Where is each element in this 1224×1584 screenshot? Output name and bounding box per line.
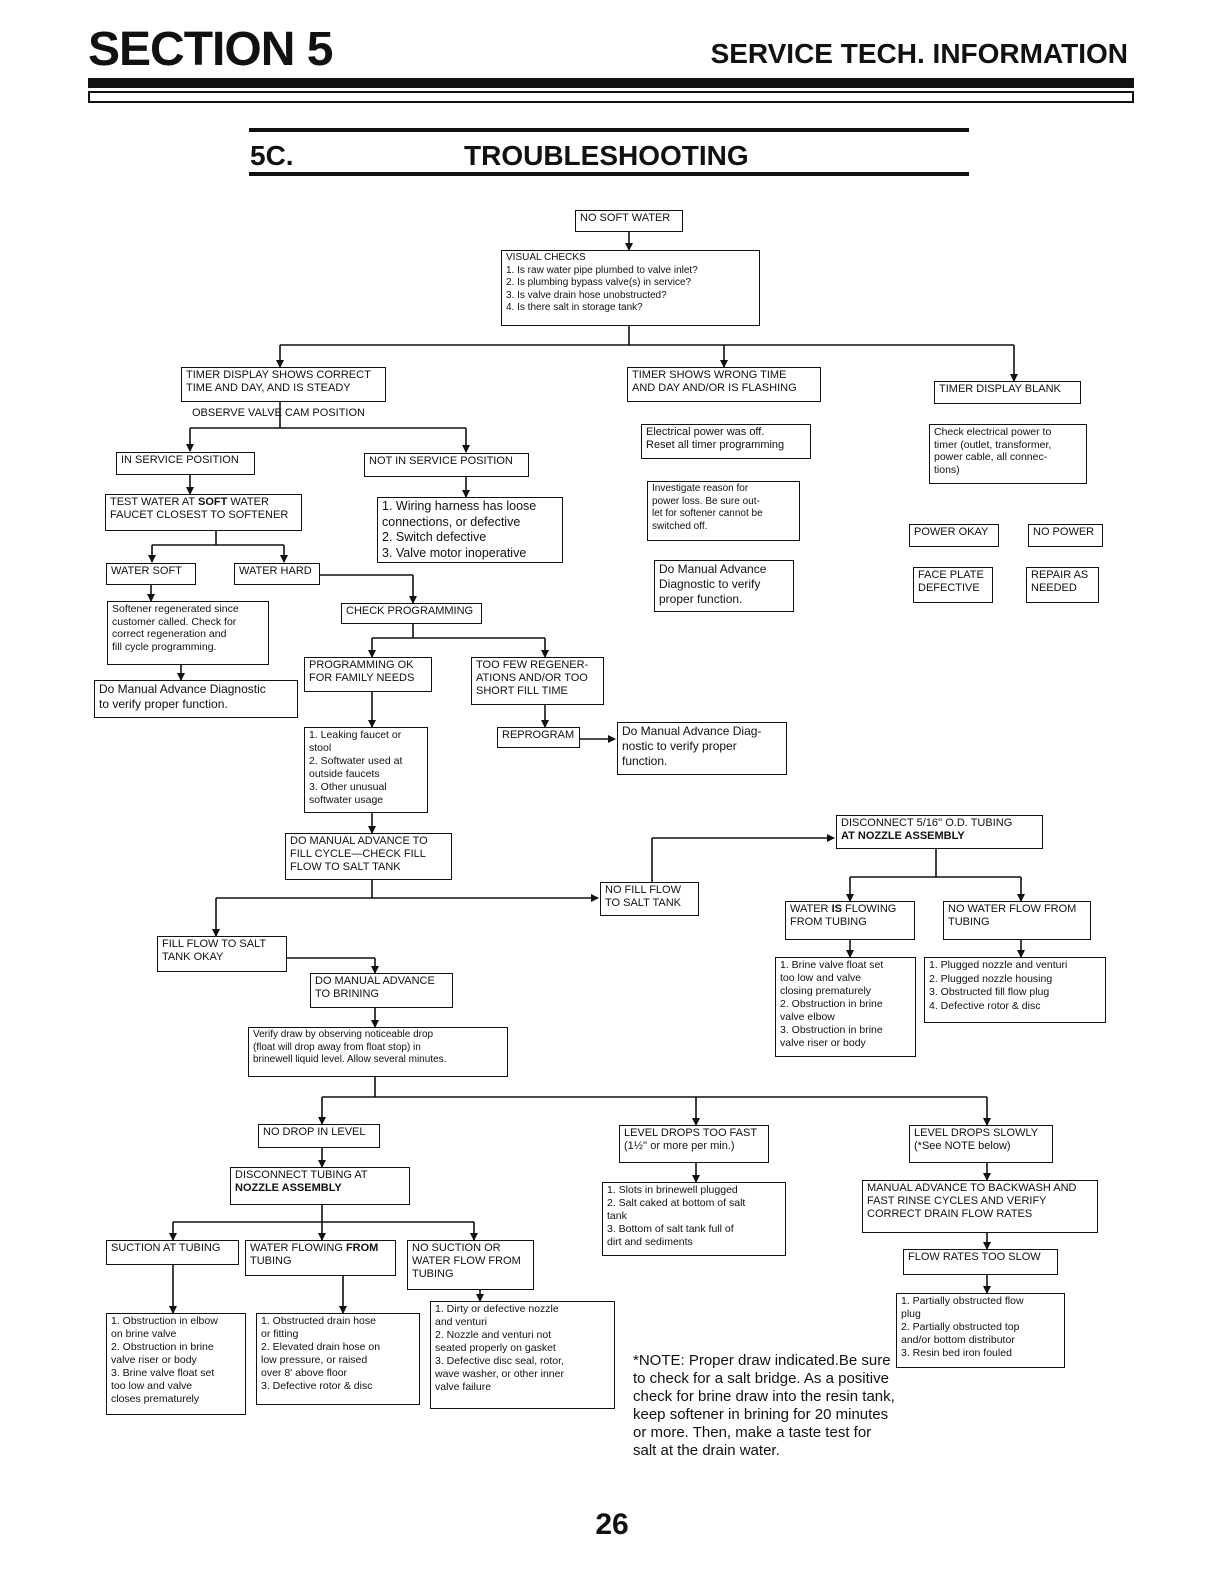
node-manual-advance-1: Do Manual Advance Diagnostic to verify p… — [654, 560, 794, 612]
node-check-programming: CHECK PROGRAMMING — [341, 603, 482, 624]
node-water-from: WATER FLOWING FROM TUBING — [245, 1240, 396, 1276]
node-water-flowing: WATER IS FLOWING FROM TUBING — [785, 901, 915, 940]
node-visual-checks: VISUAL CHECKS 1. Is raw water pipe plumb… — [501, 250, 760, 326]
node-face-plate: FACE PLATE DEFECTIVE — [913, 567, 993, 603]
node-no-fill-flow: NO FILL FLOW TO SALT TANK — [600, 882, 699, 916]
node-water-hard: WATER HARD — [234, 563, 320, 585]
node-reprogram: REPROGRAM — [497, 727, 580, 748]
node-drops-slow: LEVEL DROPS SLOWLY (*See NOTE below) — [909, 1125, 1053, 1163]
node-in-service: IN SERVICE POSITION — [116, 452, 255, 475]
node-slots: 1. Slots in brinewell plugged 2. Salt ca… — [602, 1182, 786, 1256]
node-too-few: TOO FEW REGENER- ATIONS AND/OR TOO SHORT… — [471, 657, 604, 705]
node-plugged: 1. Plugged nozzle and venturi 2. Plugged… — [924, 957, 1106, 1023]
node-wiring: 1. Wiring harness has loose connections,… — [377, 497, 563, 563]
node-drain-hose: 1. Obstructed drain hose or fitting 2. E… — [256, 1313, 420, 1405]
node-investigate: Investigate reason for power loss. Be su… — [647, 481, 800, 541]
node-drops-fast: LEVEL DROPS TOO FAST (1½'' or more per m… — [619, 1125, 769, 1163]
node-water-soft: WATER SOFT — [106, 563, 196, 585]
subsection-title: TROUBLESHOOTING — [464, 140, 749, 171]
node-programming-ok: PROGRAMMING OK FOR FAMILY NEEDS — [304, 657, 432, 692]
node-repair: REPAIR AS NEEDED — [1026, 567, 1099, 603]
header-rule — [88, 78, 1134, 88]
node-no-water-flow: NO WATER FLOW FROM TUBING — [943, 901, 1091, 940]
node-no-soft-water: NO SOFT WATER — [575, 210, 683, 232]
note-text: *NOTE: Proper draw indicated.Be sure to … — [633, 1352, 895, 1459]
node-disconnect-516: DISCONNECT 5/16'' O.D. TUBING AT NOZZLE … — [836, 815, 1043, 849]
node-timer-blank: TIMER DISPLAY BLANK — [934, 381, 1081, 404]
node-manual-advance-3: Do Manual Advance Diag- nostic to verify… — [617, 722, 787, 775]
subsection-number: 5C. — [250, 140, 294, 171]
node-flow-slow: FLOW RATES TOO SLOW — [903, 1249, 1058, 1275]
node-check-power: Check electrical power to timer (outlet,… — [929, 424, 1087, 484]
node-backwash: MANUAL ADVANCE TO BACKWASH AND FAST RINS… — [862, 1180, 1098, 1233]
node-fill-okay: FILL FLOW TO SALT TANK OKAY — [157, 936, 287, 972]
node-manual-brining: DO MANUAL ADVANCE TO BRINING — [310, 973, 453, 1008]
node-no-power: NO POWER — [1028, 524, 1103, 547]
node-partially: 1. Partially obstructed flow plug 2. Par… — [896, 1293, 1065, 1368]
node-no-suction: NO SUCTION OR WATER FLOW FROM TUBING — [407, 1240, 534, 1290]
node-no-drop: NO DROP IN LEVEL — [258, 1124, 380, 1148]
node-verify-draw: Verify draw by observing noticeable drop… — [248, 1027, 508, 1077]
node-regenerated: Softener regenerated since customer call… — [107, 601, 269, 665]
node-power-off: Electrical power was off. Reset all time… — [641, 424, 811, 459]
node-leaking: 1. Leaking faucet or stool 2. Softwater … — [304, 727, 428, 813]
node-dirty-nozzle: 1. Dirty or defective nozzle and venturi… — [430, 1301, 615, 1409]
node-manual-advance-2: Do Manual Advance Diagnostic to verify p… — [94, 680, 298, 718]
section-subtitle: SERVICE TECH. INFORMATION — [710, 38, 1128, 69]
label-observe-cam: OBSERVE VALVE CAM POSITION — [192, 407, 365, 419]
node-power-okay: POWER OKAY — [909, 524, 999, 547]
node-brine-causes: 1. Brine valve float set too low and val… — [775, 957, 916, 1057]
section-title: SECTION 5 — [88, 23, 333, 76]
header-rule-box — [88, 91, 1134, 103]
subheader-rule-bottom — [249, 172, 969, 176]
subheader-rule-top — [249, 128, 969, 132]
node-timer-correct: TIMER DISPLAY SHOWS CORRECT TIME AND DAY… — [181, 367, 386, 402]
node-not-in-service: NOT IN SERVICE POSITION — [364, 453, 529, 477]
node-test-water: TEST WATER AT SOFT WATER FAUCET CLOSEST … — [105, 494, 302, 531]
node-disconnect-nozzle: DISCONNECT TUBING AT NOZZLE ASSEMBLY — [230, 1167, 410, 1205]
page-number: 26 — [595, 1508, 629, 1541]
node-timer-wrong: TIMER SHOWS WRONG TIME AND DAY AND/OR IS… — [627, 367, 821, 402]
node-suction: SUCTION AT TUBING — [106, 1240, 239, 1265]
node-manual-fill: DO MANUAL ADVANCE TO FILL CYCLE—CHECK FI… — [285, 833, 452, 880]
node-elbow: 1. Obstruction in elbow on brine valve 2… — [106, 1313, 246, 1415]
